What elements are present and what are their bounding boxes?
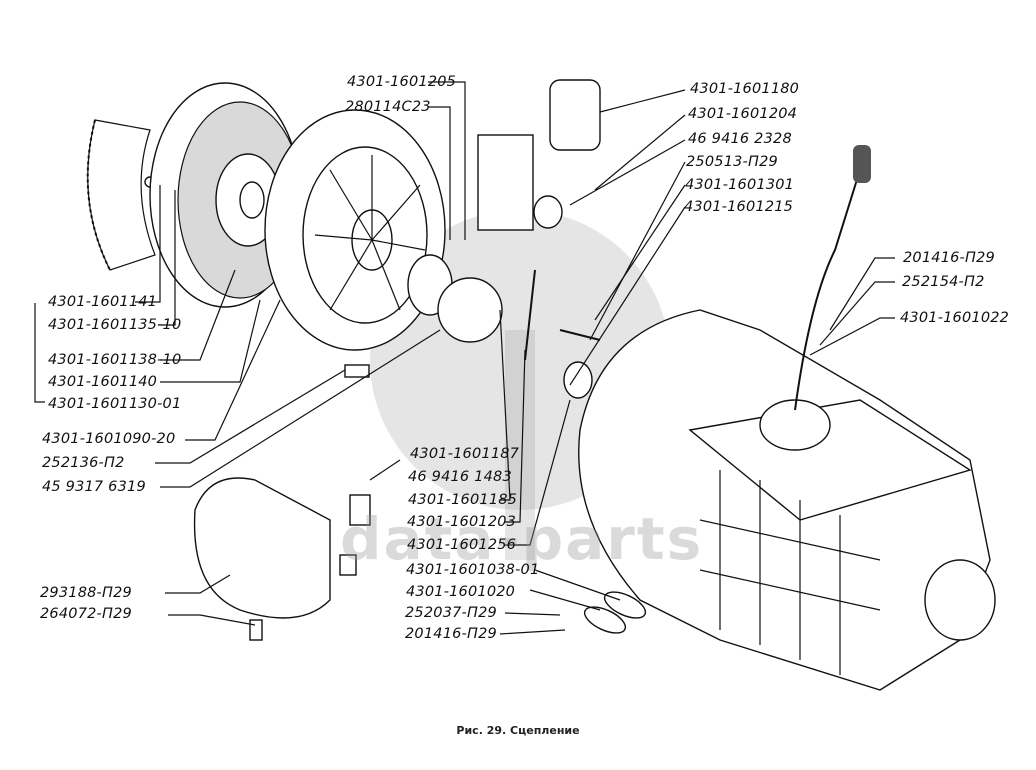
part-label: 4301-1601187 (410, 446, 520, 462)
part-label: 4301-1601203 (407, 514, 517, 530)
part-label: 4301-1601301 (685, 177, 795, 193)
release-bearing (407, 79, 601, 399)
pressure-plate (264, 109, 446, 351)
part-label: 4301-1601135-10 (48, 317, 182, 333)
part-label: 4301-1601204 (688, 106, 798, 122)
part-label: 4301-1601185 (408, 492, 518, 508)
part-label: 293188-П29 (40, 585, 132, 601)
part-label: 252037-П29 (405, 605, 497, 621)
gearbox (578, 145, 996, 691)
part-label: 4301-1601256 (407, 537, 517, 553)
watermark-text: data-parts (340, 505, 704, 573)
release-fork (524, 269, 601, 361)
part-label: 4301-1601215 (684, 199, 794, 215)
part-label: 250513-П29 (686, 154, 778, 170)
part-label: 4301-1601090-20 (42, 431, 176, 447)
part-label: 4301-1601205 (347, 74, 457, 90)
part-label: 252136-П2 (42, 455, 125, 471)
part-label: 4301-1601180 (690, 81, 800, 97)
part-label: 280114С23 (345, 99, 431, 115)
part-label: 46 9416 1483 (408, 469, 512, 485)
part-label: 252154-П2 (902, 274, 985, 290)
part-label: 46 9416 2328 (688, 131, 792, 147)
part-label: 201416-П29 (903, 250, 995, 266)
flywheel (86, 119, 156, 271)
part-label: 4301-1601130-01 (48, 396, 182, 412)
part-label: 264072-П29 (40, 606, 132, 622)
part-label: 201416-П29 (405, 626, 497, 642)
part-label: 4301-1601140 (48, 374, 158, 390)
housing-cover (193, 477, 331, 619)
figure-caption: Рис. 29. Сцепление (456, 724, 580, 737)
part-label: 4301-1601138-10 (48, 352, 182, 368)
part-label: 4301-1601038-01 (406, 562, 540, 578)
leader-lines (34, 81, 895, 635)
part-label: 4301-1601022 (900, 310, 1010, 326)
part-label: 45 9317 6319 (42, 479, 146, 495)
part-label: 4301-1601141 (48, 294, 158, 310)
part-label: 4301-1601020 (406, 584, 516, 600)
